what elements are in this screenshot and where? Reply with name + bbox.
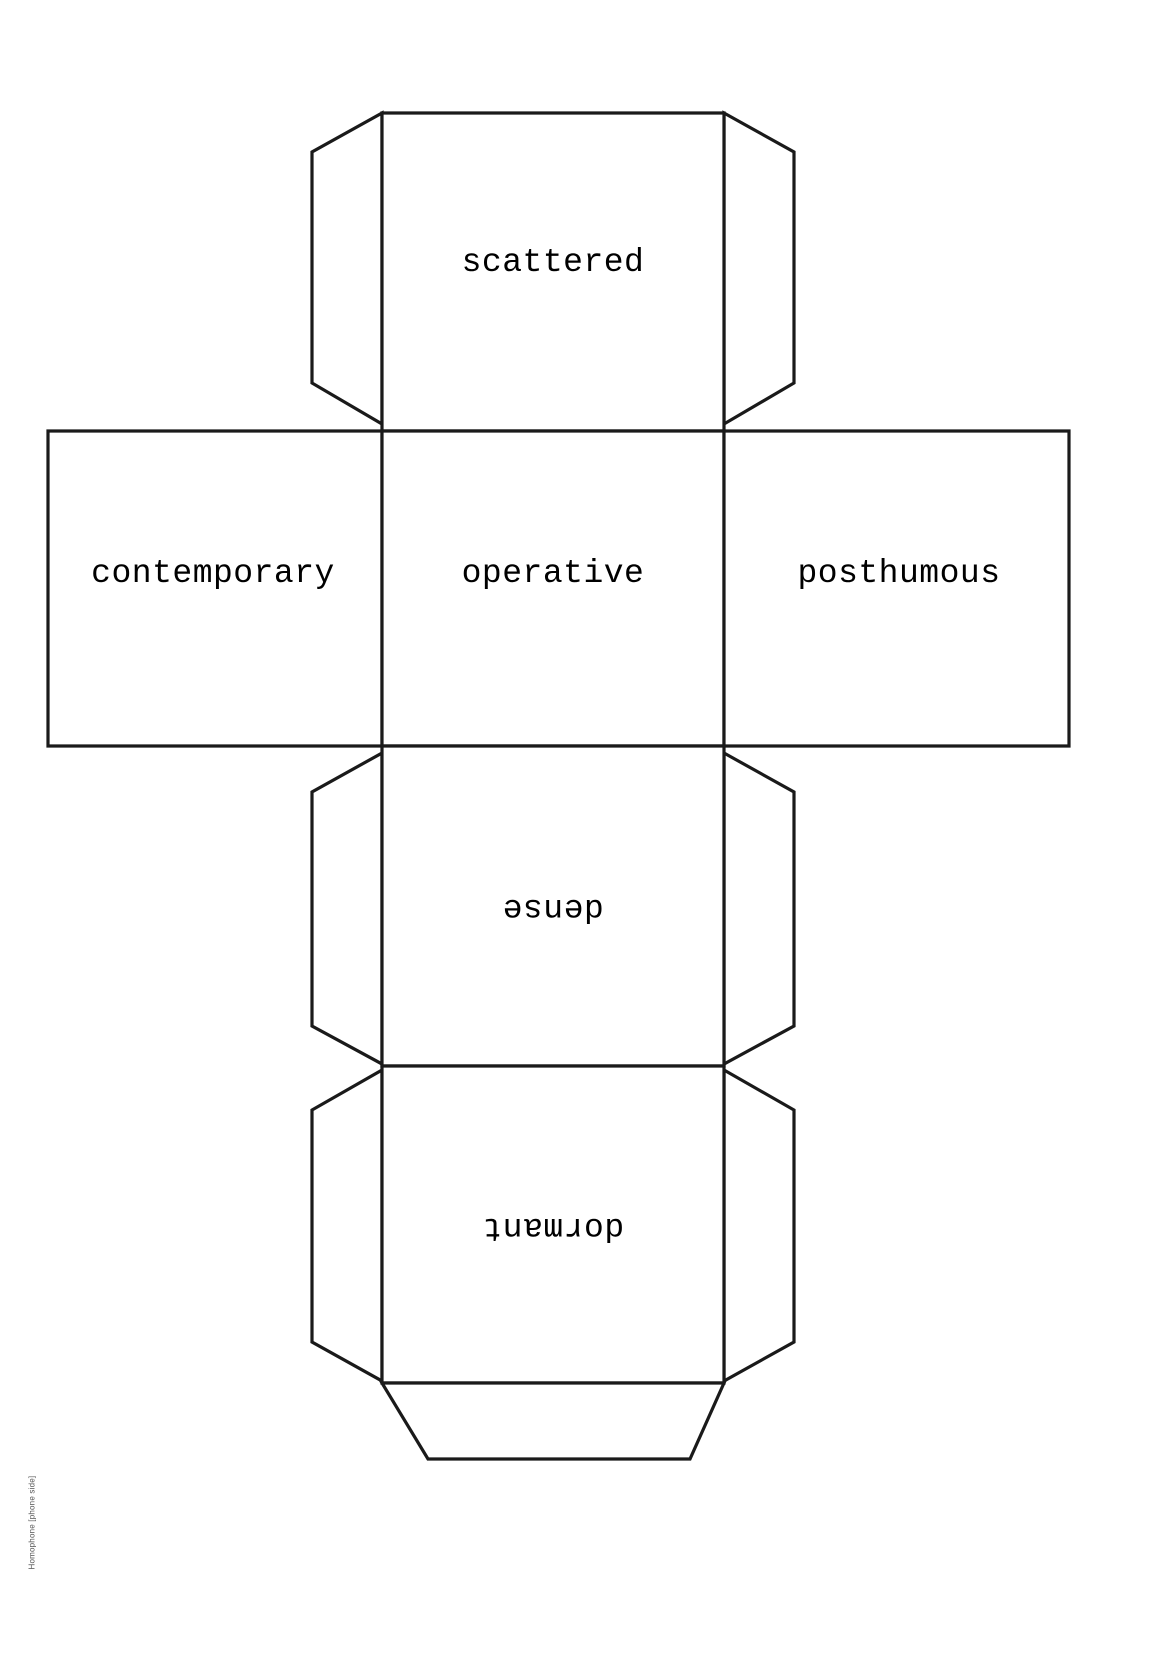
flap-top-right bbox=[722, 110, 796, 427]
face-label-scattered: scattered bbox=[461, 244, 645, 281]
flap-bottom2-right bbox=[722, 1067, 796, 1384]
flap-bottom1-left bbox=[310, 750, 384, 1067]
face-label-dense: dense bbox=[502, 890, 604, 927]
face-label-posthumous: posthumous bbox=[797, 555, 1001, 592]
face-label-operative: operative bbox=[461, 555, 645, 592]
face-label-dormant: dormant bbox=[481, 1209, 625, 1246]
face-label-contemporary: contemporary bbox=[91, 555, 335, 592]
flap-top-left bbox=[310, 110, 384, 427]
flap-bottom-tab bbox=[379, 1381, 727, 1461]
flap-bottom1-right bbox=[722, 750, 796, 1067]
corner-note: Homophone [phone side] bbox=[27, 1475, 37, 1570]
flap-bottom2-left bbox=[310, 1067, 384, 1384]
face-right bbox=[722, 429, 1071, 748]
